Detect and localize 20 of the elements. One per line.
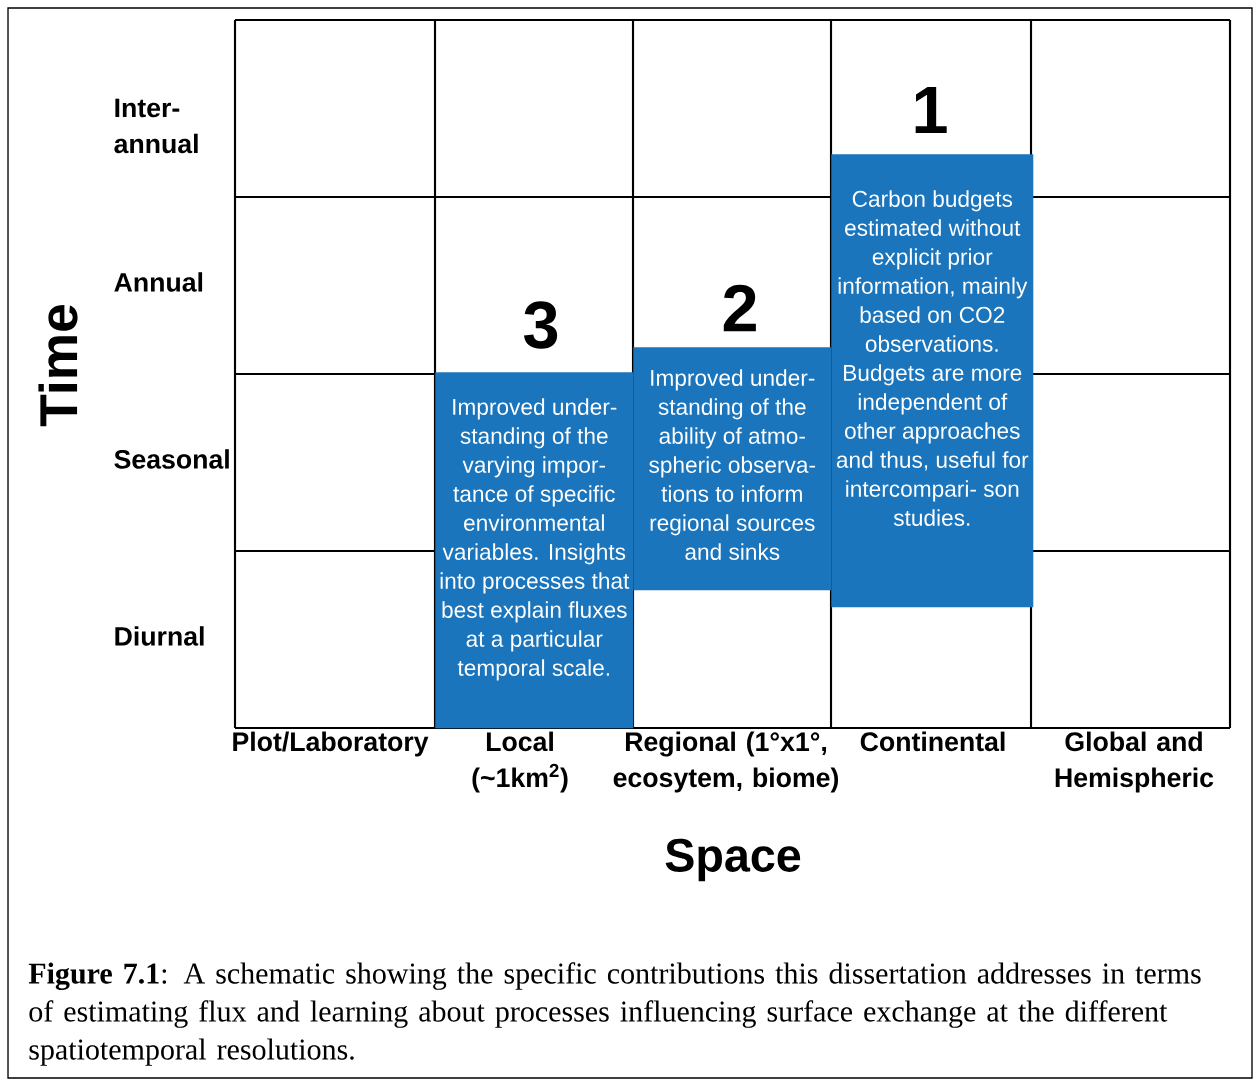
row-label: Annual bbox=[114, 272, 203, 292]
node-label: Improved under- standing of the ability of atmo- spheric observa- tions to inform regional sources and sinks bbox=[649, 369, 815, 560]
row-label: Seasonal bbox=[114, 449, 229, 469]
figure-caption: Figure 7.1: A schematic showing the specific contributions this dissertation addresses in terms of estimating flux and learning about processes influencing surface exchange at the different spatiotemporal resolutions. bbox=[28, 962, 1201, 1066]
node-label: Improved under- standing of the varying impor- tance of specific environmental variables. Insights into processes that best explain fluxes at a particular temporal scale. bbox=[440, 398, 630, 681]
column-label: Regional (1°x1°, ecosytem, biome) bbox=[613, 731, 838, 793]
axis-title: Space bbox=[665, 838, 801, 882]
column-label: Continental bbox=[860, 731, 1005, 752]
row-label: Diurnal bbox=[115, 626, 204, 646]
step-number: 1 bbox=[915, 87, 947, 133]
column-label: Global and Hemispheric bbox=[1055, 731, 1214, 793]
step-number: 3 bbox=[524, 301, 558, 349]
step-number: 2 bbox=[723, 284, 756, 332]
row-label: Inter- annual bbox=[114, 98, 198, 154]
axis-title: Time bbox=[38, 305, 78, 427]
column-label: Plot/Laboratory bbox=[233, 731, 429, 757]
text-box: Carbon budgets estimated without explicit prior information, mainly based on CO2 observations. Budgets are more independent of other approaches and thus, useful for intercompari- son studies. bbox=[831, 154, 1034, 608]
text-box: Improved under- standing of the varying impor- tance of specific environmental variables. Insights into processes that best explain fluxes at a particular temporal scale. bbox=[435, 372, 634, 729]
text-box: Improved under- standing of the ability of atmo- spheric observa- tions to inform regional sources and sinks bbox=[633, 347, 832, 591]
node-label: Carbon budgets estimated without explicit prior information, mainly based on CO2 observations. Budgets are more independent of other approaches and thus, useful for intercompari- son studies. bbox=[836, 190, 1029, 526]
